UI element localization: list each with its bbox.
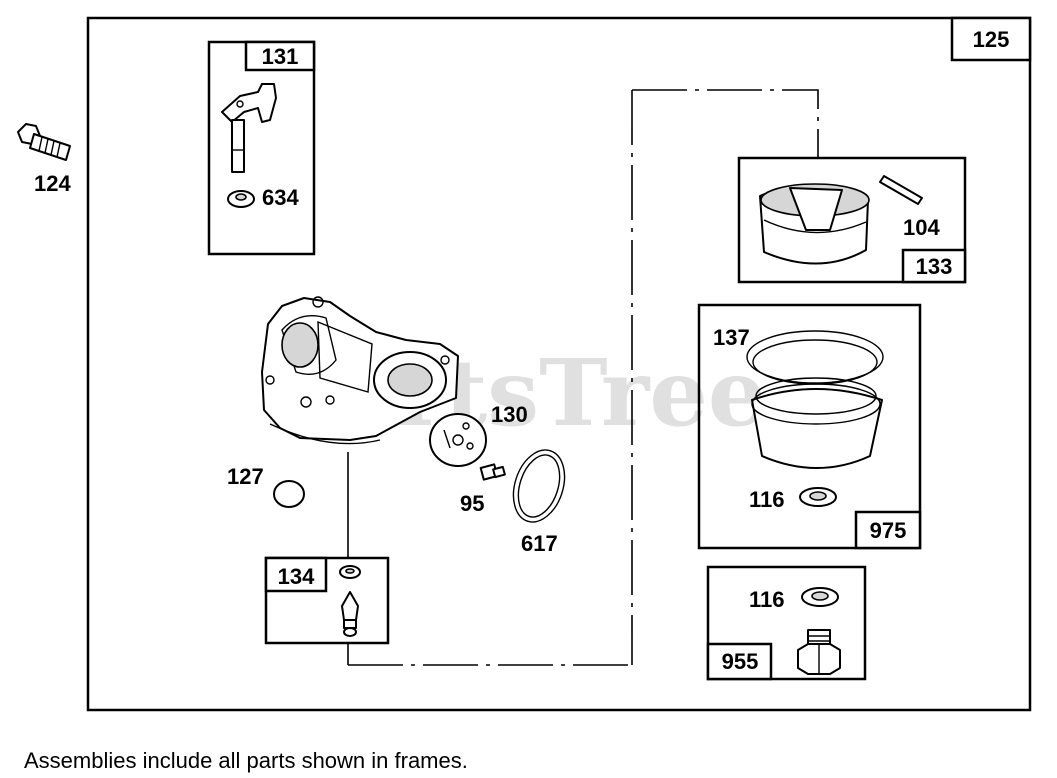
footnote: Assemblies include all parts shown in fr… <box>24 748 468 773</box>
label-124: 124 <box>34 171 71 196</box>
label-955: 955 <box>722 649 759 674</box>
frame-131[interactable]: 131 634 <box>207 40 316 256</box>
label-634: 634 <box>262 185 299 210</box>
float-pin-104[interactable]: 104 <box>879 175 940 240</box>
label-125: 125 <box>973 27 1010 52</box>
carburetor-body <box>261 296 459 445</box>
welch-plug-127[interactable]: 127 <box>227 464 305 508</box>
connector-lines <box>347 89 819 666</box>
label-133: 133 <box>916 254 953 279</box>
label-104: 104 <box>903 215 940 240</box>
bolt-124[interactable]: 124 <box>17 123 71 196</box>
frame-955[interactable]: 955 116 <box>706 565 867 681</box>
label-134: 134 <box>278 564 315 589</box>
screw-95[interactable]: 95 <box>460 463 506 516</box>
label-131: 131 <box>262 44 299 69</box>
label-127: 127 <box>227 464 264 489</box>
label-116b: 116 <box>749 587 785 612</box>
throttle-plate-130[interactable]: 130 <box>429 402 528 467</box>
frame-975[interactable]: 975 137 116 <box>697 303 922 550</box>
label-617: 617 <box>521 531 558 556</box>
gasket-617[interactable]: 617 <box>505 443 574 556</box>
label-130: 130 <box>491 402 528 427</box>
label-975: 975 <box>870 518 907 543</box>
label-116a: 116 <box>749 487 785 512</box>
label-137: 137 <box>713 325 750 350</box>
callout-125[interactable]: 125 <box>950 16 1032 62</box>
label-95: 95 <box>460 491 484 516</box>
main-assembly-frame <box>86 16 1032 712</box>
frame-133[interactable]: 133 104 <box>737 156 967 284</box>
frame-134[interactable]: 134 <box>264 556 390 645</box>
